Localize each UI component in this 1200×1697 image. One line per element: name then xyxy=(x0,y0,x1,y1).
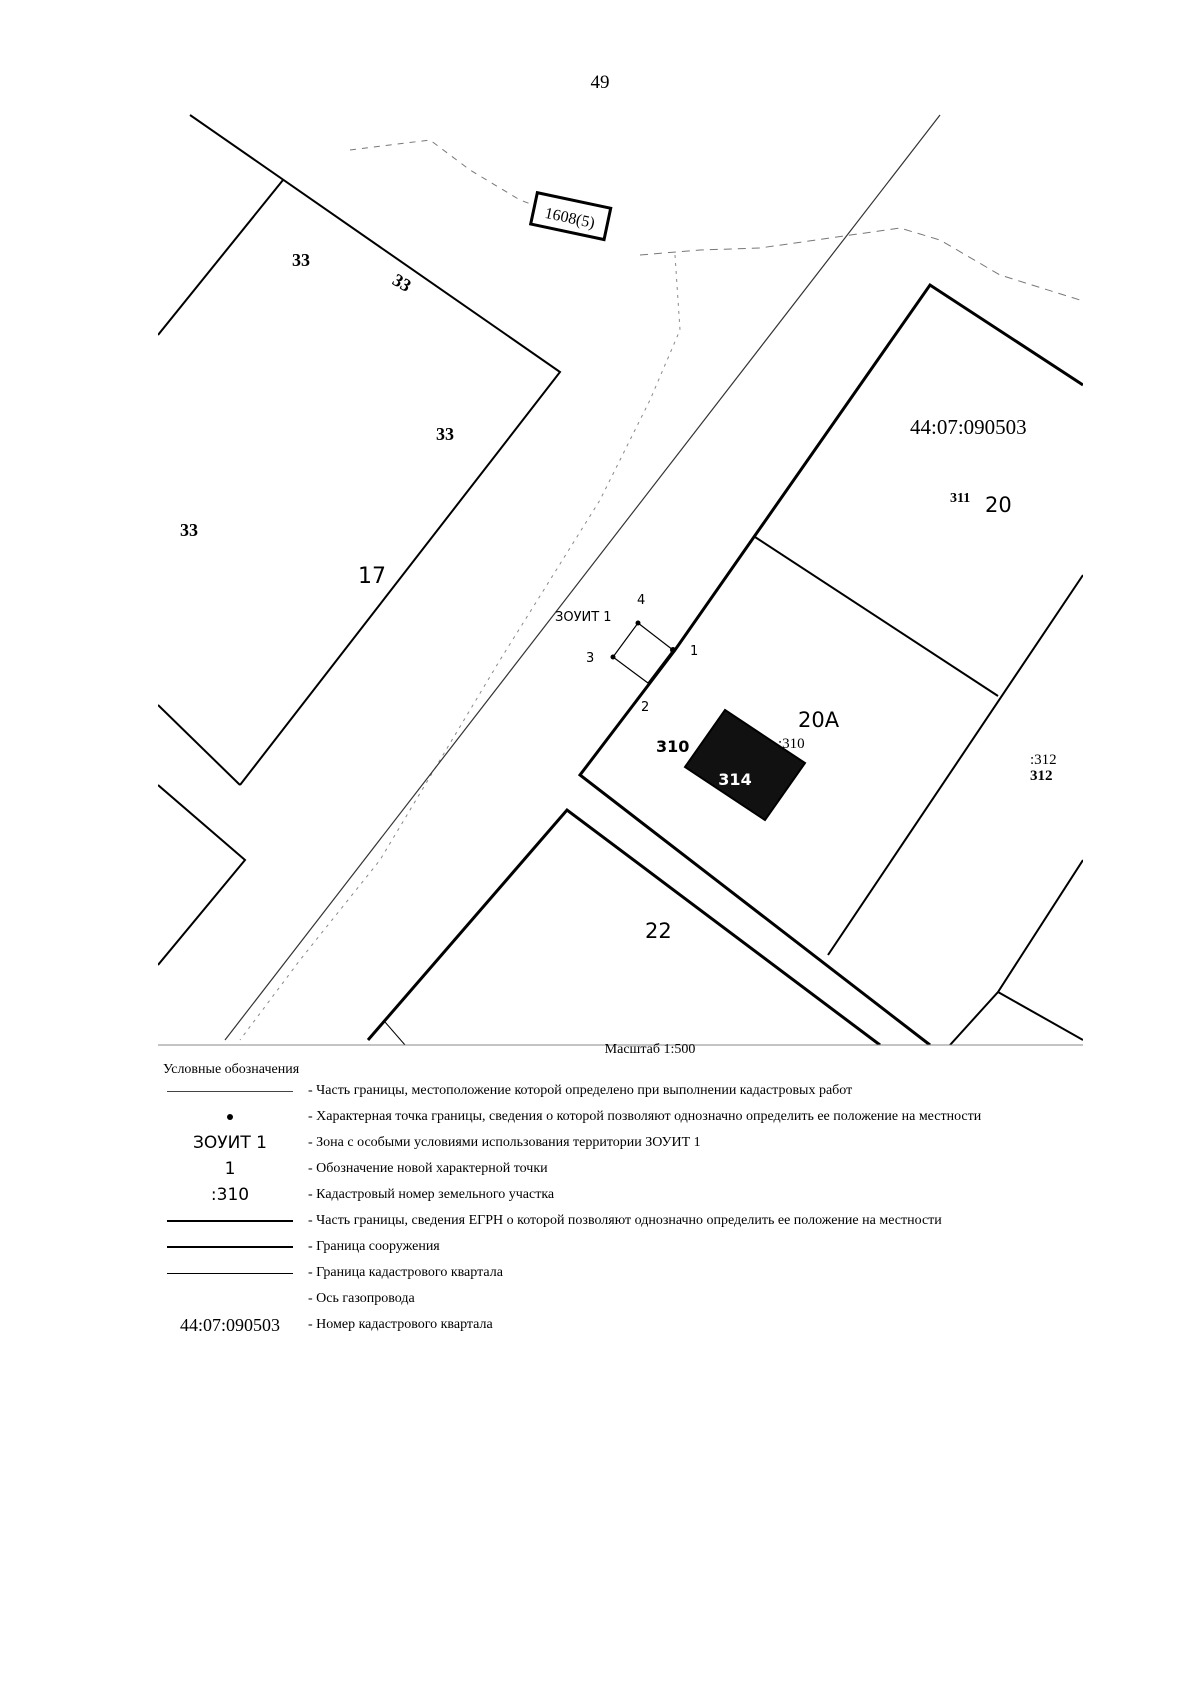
legend-row-characteristic-point: - Характерная точка границы, сведения о … xyxy=(160,1104,1120,1130)
parcel-label-33-b: 33 xyxy=(389,269,415,295)
legend-text: - Зона с особыми условиями использования… xyxy=(308,1135,701,1150)
legend-text: - Граница сооружения xyxy=(308,1239,440,1254)
legend-text: - Обозначение новой характерной точки xyxy=(308,1161,548,1176)
dashed-line-top xyxy=(349,139,561,216)
parcel-label-20: 20 xyxy=(985,493,1012,517)
legend-text: - Часть границы, сведения ЕГРН о которой… xyxy=(308,1213,942,1228)
quarter-boundary-line xyxy=(224,114,941,1041)
legend-row-cadastral-work-boundary: - Часть границы, местоположение которой … xyxy=(160,1078,1120,1104)
parcel-312-boundary xyxy=(949,859,1083,1045)
legend-text: - Часть границы, местоположение которой … xyxy=(308,1083,853,1098)
legend-symbol-dot xyxy=(160,1104,300,1130)
legend-row-cadastral-number: :310 - Кадастровый номер земельного учас… xyxy=(160,1182,1120,1208)
building-314 xyxy=(683,708,807,822)
legend-text: - Характерная точка границы, сведения о … xyxy=(308,1109,982,1124)
parcel-label-20a: 20A xyxy=(798,708,840,732)
legend-symbol-line xyxy=(160,1234,300,1260)
point-label-3: 3 xyxy=(586,651,594,666)
legend-symbol-empty xyxy=(160,1286,300,1312)
parcel-22-stub xyxy=(384,1021,406,1045)
page-number: 49 xyxy=(590,72,610,93)
parcel-label-312-cad: :312 xyxy=(1030,752,1057,768)
point-label-1: 1 xyxy=(690,644,698,659)
parcel-label-22: 22 xyxy=(645,919,672,943)
legend-text: - Граница кадастрового квартала xyxy=(308,1265,503,1280)
parcel-33-inner-boundary xyxy=(158,179,284,336)
parcel-label-17: 17 xyxy=(358,564,386,589)
point-label-2: 2 xyxy=(641,700,649,715)
parcel-label-310-cad: :310 xyxy=(778,736,805,752)
parcel-lower-left-boundary xyxy=(158,784,247,966)
legend: - Часть границы, местоположение которой … xyxy=(160,1078,1120,1338)
parcel-20-20a-divider xyxy=(754,536,999,697)
point-4-marker xyxy=(635,620,641,626)
parcel-17-left-boundary xyxy=(158,704,241,786)
quarter-number-label: 44:07:090503 xyxy=(910,415,1027,439)
legend-text: - Ось газопровода xyxy=(308,1291,415,1306)
legend-row-structure-boundary: - Граница сооружения xyxy=(160,1234,1120,1260)
legend-symbol-line xyxy=(160,1260,300,1286)
point-1-marker xyxy=(670,647,676,653)
parcel-label-314: 314 xyxy=(718,770,751,789)
point-label-4: 4 xyxy=(637,593,645,608)
legend-row-zouit: ЗОУИТ 1 - Зона с особыми условиями испол… xyxy=(160,1130,1120,1156)
legend-row-egrn-boundary: - Часть границы, сведения ЕГРН о которой… xyxy=(160,1208,1120,1234)
parcel-label-310: 310 xyxy=(656,737,689,756)
legend-text: - Кадастровый номер земельного участка xyxy=(308,1187,555,1202)
dashed-line-right xyxy=(639,227,1081,301)
parcel-20-right-boundary xyxy=(827,574,1083,956)
legend-row-gas-pipeline: - Ось газопровода xyxy=(160,1286,1120,1312)
legend-title: Условные обозначения xyxy=(163,1062,300,1077)
cadastral-map: 1608(5) 33 33 33 33 17 44:07:090503 311 … xyxy=(158,114,1083,1046)
structure-1608-box xyxy=(528,190,613,242)
point-3-marker xyxy=(610,654,616,660)
legend-row-new-point: 1 - Обозначение новой характерной точки xyxy=(160,1156,1120,1182)
legend-symbol-zouit: ЗОУИТ 1 xyxy=(193,1133,267,1153)
legend-symbol-line xyxy=(160,1078,300,1104)
legend-row-quarter-number: 44:07:090503 - Номер кадастрового кварта… xyxy=(160,1312,1120,1338)
legend-symbol-point-number: 1 xyxy=(224,1159,236,1179)
parcel-33-boundary xyxy=(189,114,562,786)
parcel-312-lower-boundary xyxy=(997,991,1083,1041)
parcel-label-33-a: 33 xyxy=(292,250,310,270)
legend-symbol-line xyxy=(160,1208,300,1234)
parcel-label-33-d: 33 xyxy=(180,520,198,540)
parcel-label-33-c: 33 xyxy=(436,424,454,444)
zouit-zone-square xyxy=(612,622,674,684)
scale-label: Масштаб 1:500 xyxy=(604,1042,696,1057)
parcel-22-boundary xyxy=(366,807,881,1045)
legend-text: - Номер кадастрового квартала xyxy=(308,1317,493,1332)
legend-symbol-cadastral-number: :310 xyxy=(210,1185,250,1205)
zone-label: ЗОУИТ 1 xyxy=(555,610,612,625)
parcel-label-312: 312 xyxy=(1030,768,1053,784)
parcel-label-311: 311 xyxy=(950,491,970,506)
legend-row-quarter-boundary: - Граница кадастрового квартала xyxy=(160,1260,1120,1286)
dashed-vertical xyxy=(239,254,681,1041)
legend-symbol-quarter-number: 44:07:090503 xyxy=(179,1315,280,1335)
